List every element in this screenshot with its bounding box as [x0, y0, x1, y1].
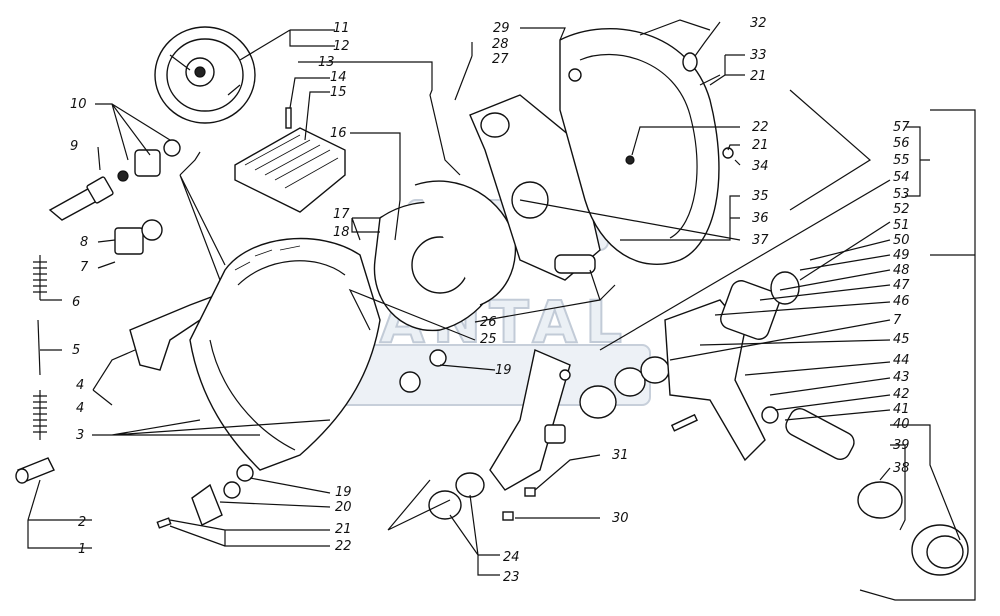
- anchor-pin: [15, 457, 55, 484]
- label-29: 29: [493, 21, 510, 36]
- dust-shield: [559, 28, 720, 265]
- brake-shoes: [189, 237, 381, 471]
- label-28: 28: [492, 37, 509, 52]
- label-18: 18: [333, 225, 350, 240]
- label-52: 52: [893, 202, 910, 217]
- flange-plates: [373, 180, 517, 332]
- label-44: 44: [893, 353, 910, 368]
- small-backing-plate: [154, 26, 256, 124]
- label-22a: 22: [335, 539, 352, 554]
- label-50: 50: [893, 233, 910, 248]
- label-7b: 7: [893, 313, 902, 328]
- label-55: 55: [893, 153, 910, 168]
- label-13: 13: [318, 55, 335, 70]
- label-15: 15: [330, 85, 347, 100]
- axle-bracket: [469, 94, 601, 281]
- label-21a: 21: [335, 522, 352, 537]
- label-20: 20: [335, 500, 352, 515]
- return-springs: [33, 255, 47, 440]
- label-40: 40: [893, 417, 910, 432]
- label-53: 53: [893, 187, 910, 202]
- label-8: 8: [80, 235, 88, 250]
- label-11: 11: [333, 21, 350, 36]
- adjuster-nut-set: [117, 139, 181, 182]
- label-36: 36: [752, 211, 769, 226]
- label-37: 37: [752, 233, 769, 248]
- label-19b: 19: [335, 485, 352, 500]
- label-3: 3: [76, 428, 84, 443]
- grease-fittings: [502, 487, 536, 521]
- label-42: 42: [893, 387, 910, 402]
- brake-lining: [234, 107, 346, 213]
- label-57: 57: [893, 120, 910, 135]
- label-34: 34: [752, 159, 769, 174]
- label-38: 38: [893, 461, 910, 476]
- label-24: 24: [503, 550, 520, 565]
- label-2: 2: [78, 515, 86, 530]
- label-32: 32: [750, 16, 767, 31]
- label-16: 16: [330, 126, 347, 141]
- label-35: 35: [752, 189, 769, 204]
- label-54: 54: [893, 170, 910, 185]
- adjuster-bolt: [48, 176, 114, 221]
- label-12: 12: [333, 39, 350, 54]
- small-fasteners: [625, 52, 734, 165]
- label-21b: 21: [750, 69, 767, 84]
- label-26: 26: [480, 315, 497, 330]
- label-46: 46: [893, 294, 910, 309]
- leader-lines: [27, 19, 976, 601]
- label-41: 41: [893, 402, 910, 417]
- label-4a: 4: [76, 378, 84, 393]
- part-number-labels: 1 2 3 4 4 5 6 7 8 9 10 11 12 13 14 15 16…: [70, 16, 910, 585]
- label-31: 31: [612, 448, 629, 463]
- label-30: 30: [612, 511, 629, 526]
- label-43: 43: [893, 370, 910, 385]
- label-19a: 19: [495, 363, 512, 378]
- label-48: 48: [893, 263, 910, 278]
- label-39: 39: [893, 438, 910, 453]
- label-17: 17: [333, 207, 350, 222]
- label-4b: 4: [76, 401, 84, 416]
- label-6: 6: [72, 295, 80, 310]
- label-5: 5: [72, 343, 80, 358]
- slack-adjuster-lever: [489, 349, 571, 491]
- label-49: 49: [893, 248, 910, 263]
- label-27: 27: [492, 52, 509, 67]
- label-33: 33: [750, 48, 767, 63]
- bushing-and-ring: [114, 219, 163, 255]
- label-25: 25: [480, 332, 497, 347]
- label-51: 51: [893, 218, 910, 233]
- label-14: 14: [330, 70, 347, 85]
- label-10: 10: [70, 97, 87, 112]
- label-47: 47: [893, 278, 910, 293]
- label-45: 45: [893, 332, 910, 347]
- label-7: 7: [80, 260, 89, 275]
- label-21c: 21: [752, 138, 769, 153]
- label-22b: 22: [752, 120, 769, 135]
- label-56: 56: [893, 136, 910, 151]
- lever-bushings: [428, 472, 485, 520]
- cam-shaft-assembly: [579, 271, 969, 576]
- label-23: 23: [503, 570, 520, 585]
- label-9: 9: [70, 139, 78, 154]
- label-1: 1: [78, 542, 86, 557]
- washers-and-plate: [156, 349, 447, 529]
